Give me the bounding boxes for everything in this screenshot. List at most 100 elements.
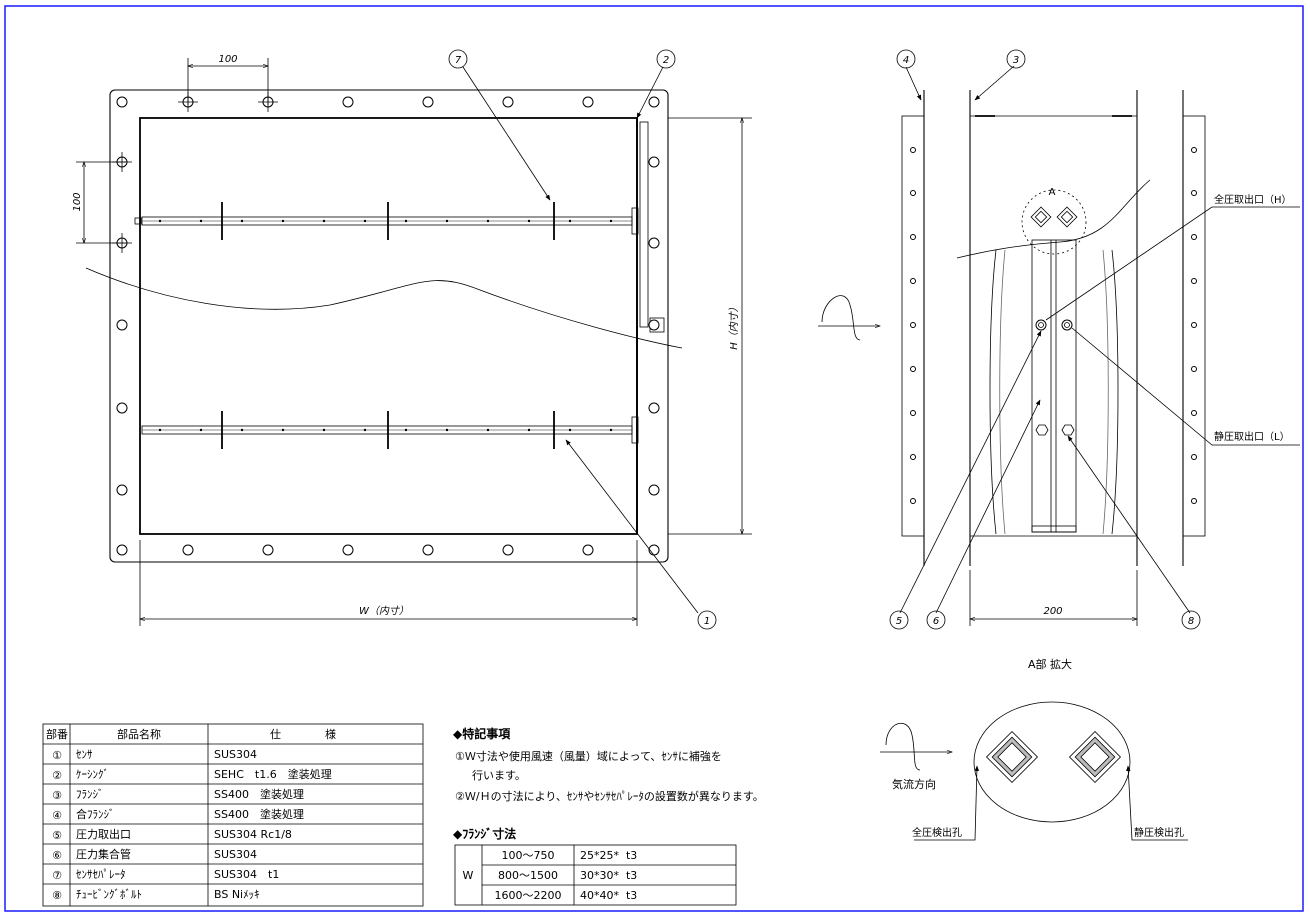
- flange-hole: [1191, 278, 1197, 284]
- bolt-hole: [582, 96, 594, 108]
- part-name: ﾌﾗﾝｼﾞ: [76, 788, 104, 801]
- part-no: ①: [52, 749, 62, 762]
- bolt-hole: [648, 156, 660, 168]
- sensor-hole: [445, 428, 449, 432]
- depth-dim: 200: [1043, 606, 1062, 617]
- svg-text:8: 8: [1188, 616, 1194, 627]
- bolt-hole: [502, 544, 514, 556]
- bolt-hole: [502, 96, 514, 108]
- flange-hole: [1191, 410, 1197, 416]
- sensor-rod-top: [134, 202, 639, 240]
- parts-header-spec: 仕 様: [270, 727, 336, 741]
- bolt-hole: [422, 544, 434, 556]
- part-spec: SUS304: [214, 748, 257, 761]
- notes-title: ◆特記事項: [453, 726, 511, 741]
- sensor-hole: [404, 219, 408, 223]
- svg-text:3: 3: [1013, 55, 1019, 66]
- parts-table: ① ｾﾝｻ SUS304 ② ｹｰｼﾝｸﾞ SEHC t1.6 塗装処理 ③ ﾌﾗﾝｼﾞ SS4…: [42, 723, 424, 907]
- flange-hole: [910, 278, 916, 284]
- bolt-hole: [648, 484, 660, 496]
- flange-hole: [1191, 190, 1197, 196]
- balloon-8: [1181, 610, 1201, 630]
- part-spec: SS400 塗装処理: [214, 807, 304, 821]
- width-dim: W（内寸）: [359, 605, 409, 617]
- part-spec: SUS304 t1: [214, 868, 279, 881]
- height-dim: H（内寸）: [728, 302, 740, 350]
- balloon-4: [896, 49, 916, 69]
- bolt-hole: [422, 96, 434, 108]
- bolt-hole: [116, 544, 128, 556]
- part-name: 合ﾌﾗﾝｼﾞ: [76, 807, 115, 821]
- side-flange-holes: [910, 147, 1197, 504]
- part-name: ｾﾝｻｾﾊﾟﾚｰﾀ: [76, 868, 126, 881]
- side-bracket: [639, 121, 649, 328]
- part-spec: SEHC t1.6 塗装処理: [214, 767, 332, 781]
- bolt-hole: [648, 237, 660, 249]
- part-no: ⑤: [52, 829, 62, 842]
- flange-range-3: 1600～2200: [495, 889, 562, 902]
- sensor-hole: [445, 219, 449, 223]
- part-name: ｾﾝｻ: [76, 748, 93, 761]
- sensor-hole: [281, 219, 285, 223]
- part-spec: SS400 塗装処理: [214, 787, 304, 801]
- part-no: ⑦: [52, 869, 62, 882]
- flange-hole: [910, 190, 916, 196]
- part-no: ③: [52, 789, 62, 802]
- flange-size-3: 40*40* t3: [580, 889, 637, 902]
- detail-title: A部 拡大: [1028, 657, 1072, 671]
- svg-text:7: 7: [455, 55, 462, 66]
- front-flange-outer: [109, 89, 669, 563]
- svg-text:4: 4: [903, 55, 909, 66]
- sensor-hole: [568, 428, 572, 432]
- notes: ◆特記事項 ①Ｗ寸法や使用風速（風量）域によって、ｾﾝｻに補強を 行います。 ②…: [453, 726, 764, 803]
- part-no: ②: [52, 769, 62, 782]
- flange-table: ◆ﾌﾗﾝｼﾞ寸法 W 100～750 25*25* t3 800～1500 30…: [453, 826, 737, 906]
- airflow-direction-label: 気流方向: [892, 777, 936, 791]
- sensor-hole: [609, 219, 613, 223]
- static-pressure-hole-label: 静圧検出孔: [1134, 826, 1184, 839]
- front-inner-casing: [139, 117, 638, 535]
- balloon-7: [448, 49, 468, 69]
- bolt-hole: [262, 544, 274, 556]
- flange-range-1: 100～750: [502, 849, 555, 862]
- flange-size-2: 30*30* t3: [580, 869, 637, 882]
- bolt-hole: [116, 96, 128, 108]
- sensor-hole: [240, 219, 244, 223]
- balloon-6: [926, 610, 946, 630]
- flange-hole: [910, 147, 916, 153]
- bolt-hole: [648, 319, 660, 331]
- flange-hole: [910, 366, 916, 372]
- note-1-cont: 行います。: [472, 769, 526, 782]
- part-spec: SUS304 Rc1/8: [214, 828, 292, 841]
- parts-header-name: 部品名称: [117, 727, 161, 741]
- flange-hole: [1191, 234, 1197, 240]
- sensor-hole: [322, 428, 326, 432]
- bolt-hole: [648, 402, 660, 414]
- sensor-hole: [568, 219, 572, 223]
- break-line: [85, 267, 683, 349]
- part-no: ⑧: [52, 889, 62, 902]
- part-no: ④: [52, 809, 62, 822]
- svg-text:2: 2: [663, 55, 669, 66]
- sensor-hole: [486, 219, 490, 223]
- part-spec: BS Niﾒｯｷ: [214, 888, 260, 901]
- parts-header-no: 部番: [46, 727, 68, 741]
- sensor-hole: [199, 428, 203, 432]
- part-spec: SUS304: [214, 848, 257, 861]
- flange-hole: [910, 234, 916, 240]
- flange-table-title: ◆ﾌﾗﾝｼﾞ寸法: [453, 826, 516, 841]
- sensor-hole: [322, 219, 326, 223]
- part-name: 圧力集合管: [76, 847, 131, 861]
- sensor-hole: [158, 428, 162, 432]
- svg-text:6: 6: [933, 616, 939, 627]
- bolt-hole: [648, 96, 660, 108]
- bolt-hole: [582, 544, 594, 556]
- flange-hole: [1191, 322, 1197, 328]
- svg-text:1: 1: [704, 616, 710, 627]
- side-view: A 200 全圧取出口（H） 静圧取出口（L）: [818, 65, 1300, 626]
- part-name: ｹｰｼﾝｸﾞ: [76, 768, 109, 781]
- flange-key: W: [463, 869, 474, 882]
- bolt-hole: [648, 544, 660, 556]
- detail-a: A部 拡大 気流方向 全圧検出孔 静圧検出孔: [880, 657, 1188, 841]
- part-no: ⑥: [52, 849, 62, 862]
